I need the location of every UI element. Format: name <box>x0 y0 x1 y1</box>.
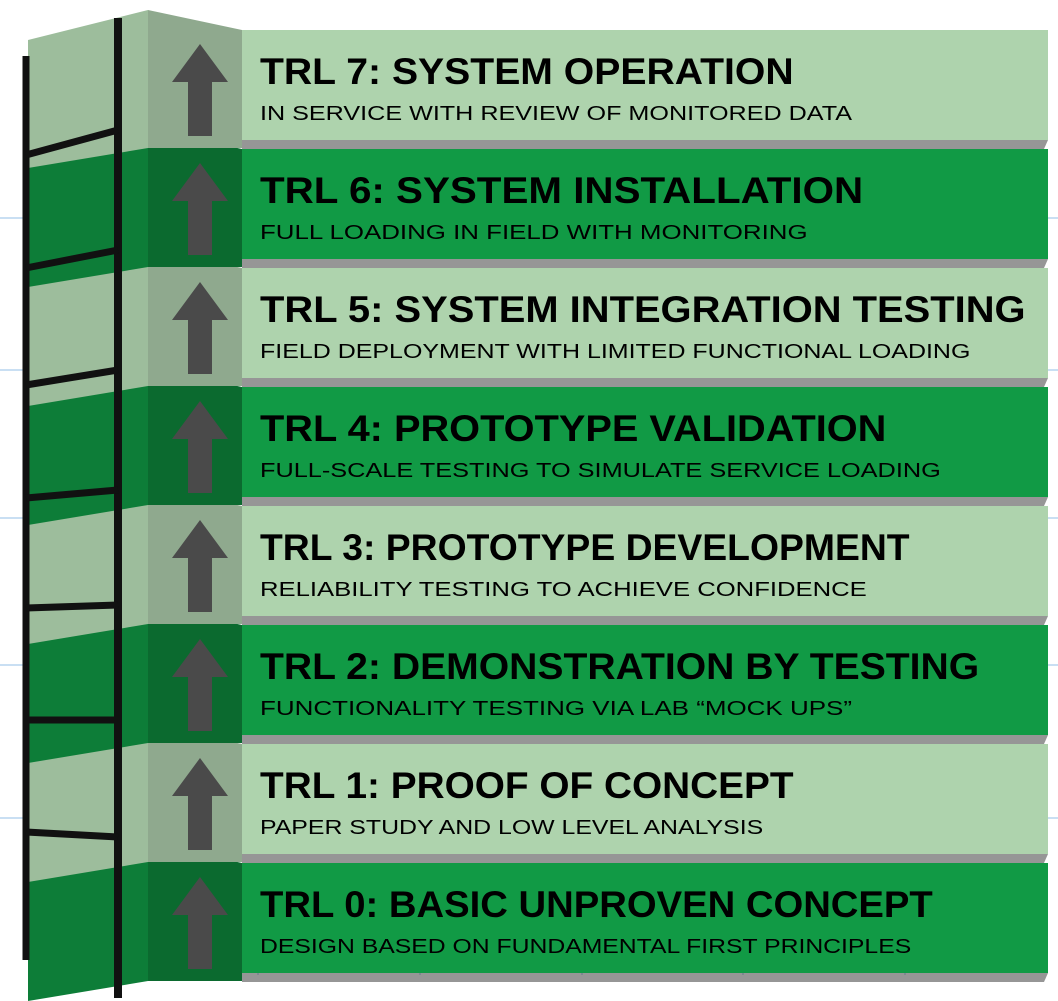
ladder-rung <box>25 246 119 272</box>
up-arrow-icon <box>172 520 228 612</box>
trl-block: TRL 5: SYSTEM INTEGRATION TESTING FIELD D… <box>28 248 1048 406</box>
block-shadow <box>242 497 1048 506</box>
block-face <box>242 30 1048 140</box>
level-title: TRL 4: PROTOTYPE VALIDATION <box>260 408 886 449</box>
level-subtitle: FUNCTIONALITY TESTING VIA LAB “MOCK UPS” <box>260 698 852 720</box>
up-arrow-icon <box>172 758 228 850</box>
block-face <box>242 863 1048 973</box>
block-shadow <box>242 973 1048 982</box>
block-face <box>242 506 1048 616</box>
ladder <box>22 18 122 998</box>
up-arrow-icon <box>172 639 228 731</box>
level-title: TRL 0: BASIC UNPROVEN CONCEPT <box>260 884 933 925</box>
level-title: TRL 6: SYSTEM INSTALLATION <box>260 170 863 211</box>
level-subtitle: FULL LOADING IN FIELD WITH MONITORING <box>260 222 808 244</box>
level-subtitle: DESIGN BASED ON FUNDAMENTAL FIRST PRINCI… <box>260 936 911 958</box>
trl-block: TRL 1: PROOF OF CONCEPT PAPER STUDY AND L… <box>28 724 1048 882</box>
up-arrow-icon <box>172 401 228 493</box>
block-face <box>242 387 1048 497</box>
trl-block: TRL 4: PROTOTYPE VALIDATION FULL-SCALE TE… <box>28 367 1048 525</box>
level-subtitle: FIELD DEPLOYMENT WITH LIMITED FUNCTIONAL… <box>260 341 970 363</box>
trl-block: TRL 7: SYSTEM OPERATION IN SERVICE WITH R… <box>28 10 1048 168</box>
trl-block: TRL 3: PROTOTYPE DEVELOPMENT RELIABILITY … <box>28 486 1048 644</box>
block-shadow <box>242 140 1048 149</box>
level-subtitle: FULL-SCALE TESTING TO SIMULATE SERVICE L… <box>260 460 941 482</box>
level-title: TRL 2: DEMONSTRATION BY TESTING <box>260 646 979 687</box>
level-title: TRL 1: PROOF OF CONCEPT <box>260 765 794 806</box>
block-shadow <box>242 735 1048 744</box>
block-side <box>28 10 148 168</box>
block-shadow <box>242 854 1048 863</box>
ladder-rung <box>25 486 119 502</box>
block-face <box>242 625 1048 735</box>
level-title: TRL 3: PROTOTYPE DEVELOPMENT <box>260 527 910 568</box>
block-shadow <box>242 616 1048 625</box>
level-subtitle: IN SERVICE WITH REVIEW OF MONITORED DATA <box>260 103 853 125</box>
up-arrow-icon <box>172 282 228 374</box>
block-face <box>242 149 1048 259</box>
ladder-rung <box>25 601 119 612</box>
trl-block: TRL 2: DEMONSTRATION BY TESTING FUNCTIONA… <box>28 605 1048 763</box>
block-face <box>242 744 1048 854</box>
ladder-rung <box>25 366 119 389</box>
up-arrow-icon <box>172 877 228 969</box>
level-subtitle: PAPER STUDY AND LOW LEVEL ANALYSIS <box>260 817 763 839</box>
trl-block: TRL 0: BASIC UNPROVEN CONCEPT DESIGN BASE… <box>28 843 1048 1001</box>
up-arrow-icon <box>172 163 228 255</box>
ladder-rung <box>25 828 119 841</box>
up-arrow-icon <box>172 44 228 136</box>
block-shadow <box>242 378 1048 387</box>
block-shadow <box>242 259 1048 268</box>
trl-block: TRL 6: SYSTEM INSTALLATION FULL LOADING I… <box>28 129 1048 287</box>
ladder-rung <box>25 126 119 159</box>
block-face <box>242 268 1048 378</box>
level-title: TRL 7: SYSTEM OPERATION <box>260 51 794 92</box>
trl-blocks: TRL 0: BASIC UNPROVEN CONCEPT DESIGN BASE… <box>28 10 1048 1001</box>
level-subtitle: RELIABILITY TESTING TO ACHIEVE CONFIDENC… <box>260 579 867 601</box>
level-title: TRL 5: SYSTEM INTEGRATION TESTING <box>260 289 1026 330</box>
